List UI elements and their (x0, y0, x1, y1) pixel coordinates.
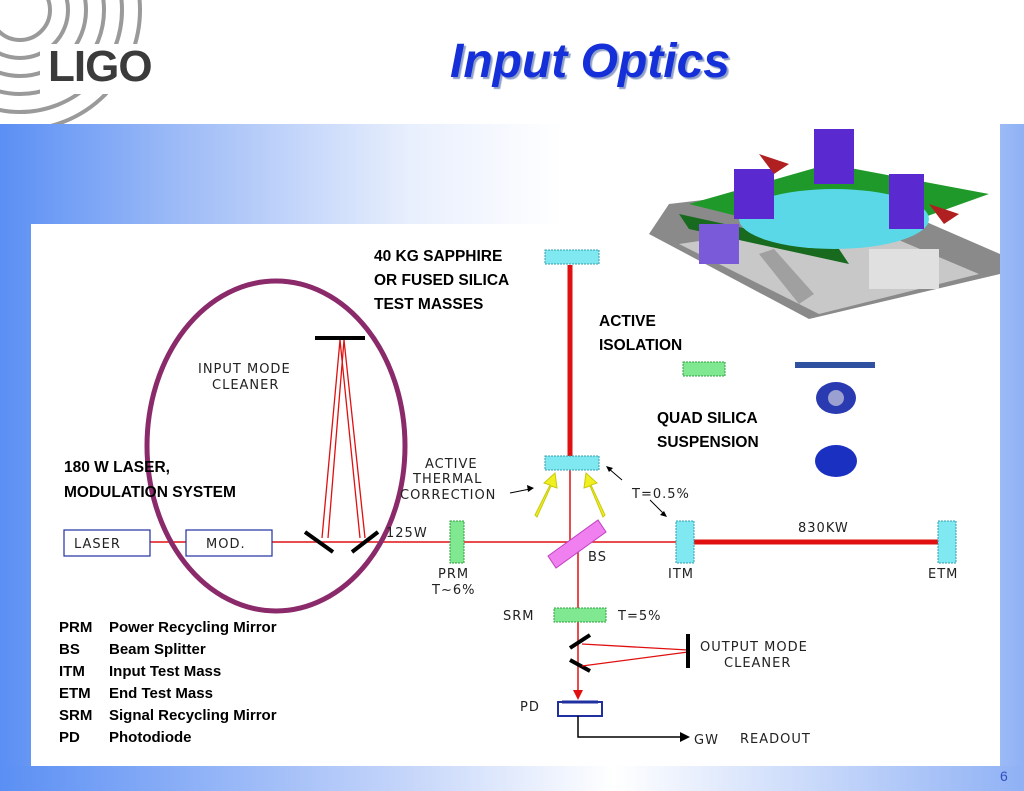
quad-suspension-test-mass (815, 445, 857, 477)
prm-t-label: T~6% (431, 583, 475, 598)
itm-y-mirror (544, 455, 600, 471)
readout-line (577, 716, 680, 738)
quad-suspension-top (795, 362, 875, 368)
itm-label: ITM (668, 567, 694, 582)
bottom-band (0, 766, 1024, 791)
page-title: Input Optics (450, 35, 730, 88)
thermal-arrow-left (534, 471, 558, 518)
logo-text: LIGO (48, 42, 153, 91)
pd-label: PD (520, 700, 540, 715)
srm-t-label: T=5% (617, 609, 661, 624)
imc-beam (339, 339, 361, 539)
page-number: 6 (1000, 768, 1008, 784)
prm-mirror (449, 520, 465, 564)
ligo-logo: LIGO (0, 0, 172, 124)
omc-label: CLEANER (724, 656, 791, 671)
thermal-label: THERMAL (412, 472, 482, 487)
test-masses-label: TEST MASSES (374, 296, 483, 313)
imc-left-mirror (303, 530, 335, 554)
thermal-arrow-right (583, 471, 606, 518)
laser-system-label: 180 W LASER, (64, 459, 170, 476)
omc-beam (581, 643, 689, 651)
highlight-circle (144, 278, 408, 614)
power-125w-label: 125W (386, 526, 428, 541)
imc-label: CLEANER (212, 378, 279, 393)
pointer-arrow (649, 499, 665, 515)
etm-x-mirror (937, 520, 957, 564)
active-isolation-label: ISOLATION (599, 337, 682, 354)
thermal-label: CORRECTION (400, 488, 496, 503)
readout-arrowhead (680, 732, 690, 742)
pointer-arrow (509, 488, 531, 494)
laser-system-label: MODULATION SYSTEM (64, 484, 236, 501)
srm-label: SRM (503, 609, 535, 624)
omc-mirror-1 (568, 633, 592, 650)
quad-suspension-label: SUSPENSION (657, 434, 759, 451)
omc-mirror-2 (569, 658, 591, 673)
imc-beam (343, 339, 366, 539)
test-masses-label: OR FUSED SILICA (374, 272, 509, 289)
mod-box-label: MOD. (206, 537, 246, 552)
imc-label: INPUT MODE (198, 362, 291, 377)
output-arrowhead (573, 690, 583, 700)
isolation-platform-image (649, 124, 1000, 319)
omc-label: OUTPUT MODE (700, 640, 808, 655)
laser-box-label: LASER (74, 537, 121, 552)
srm-mirror (553, 607, 607, 623)
logo-rings-icon (0, 0, 168, 124)
laser-box (63, 529, 151, 557)
mod-box (185, 529, 273, 557)
readout-label: READOUT (740, 732, 811, 747)
arm-power-label: 830KW (798, 521, 849, 536)
photodiode (557, 701, 603, 717)
imc-beam (327, 339, 345, 539)
etm-y-mirror (544, 249, 600, 265)
bs-label: BS (588, 550, 607, 565)
imc-beam (321, 339, 341, 539)
etm-label: ETM (928, 567, 958, 582)
gw-label: GW (694, 733, 719, 748)
active-isolation-mirror (682, 361, 726, 377)
imc-right-mirror (350, 530, 380, 554)
itm-x-mirror (675, 520, 695, 564)
active-isolation-label: ACTIVE (599, 313, 656, 330)
thermal-label: ACTIVE (425, 457, 478, 472)
beam-splitter (547, 519, 607, 569)
omc-beam (581, 651, 689, 667)
prm-label: PRM (438, 567, 469, 582)
test-masses-label: 40 KG SAPPHIRE (374, 248, 502, 265)
quad-suspension-label: QUAD SILICA (657, 410, 758, 427)
itm-t-label: T=0.5% (631, 487, 690, 502)
